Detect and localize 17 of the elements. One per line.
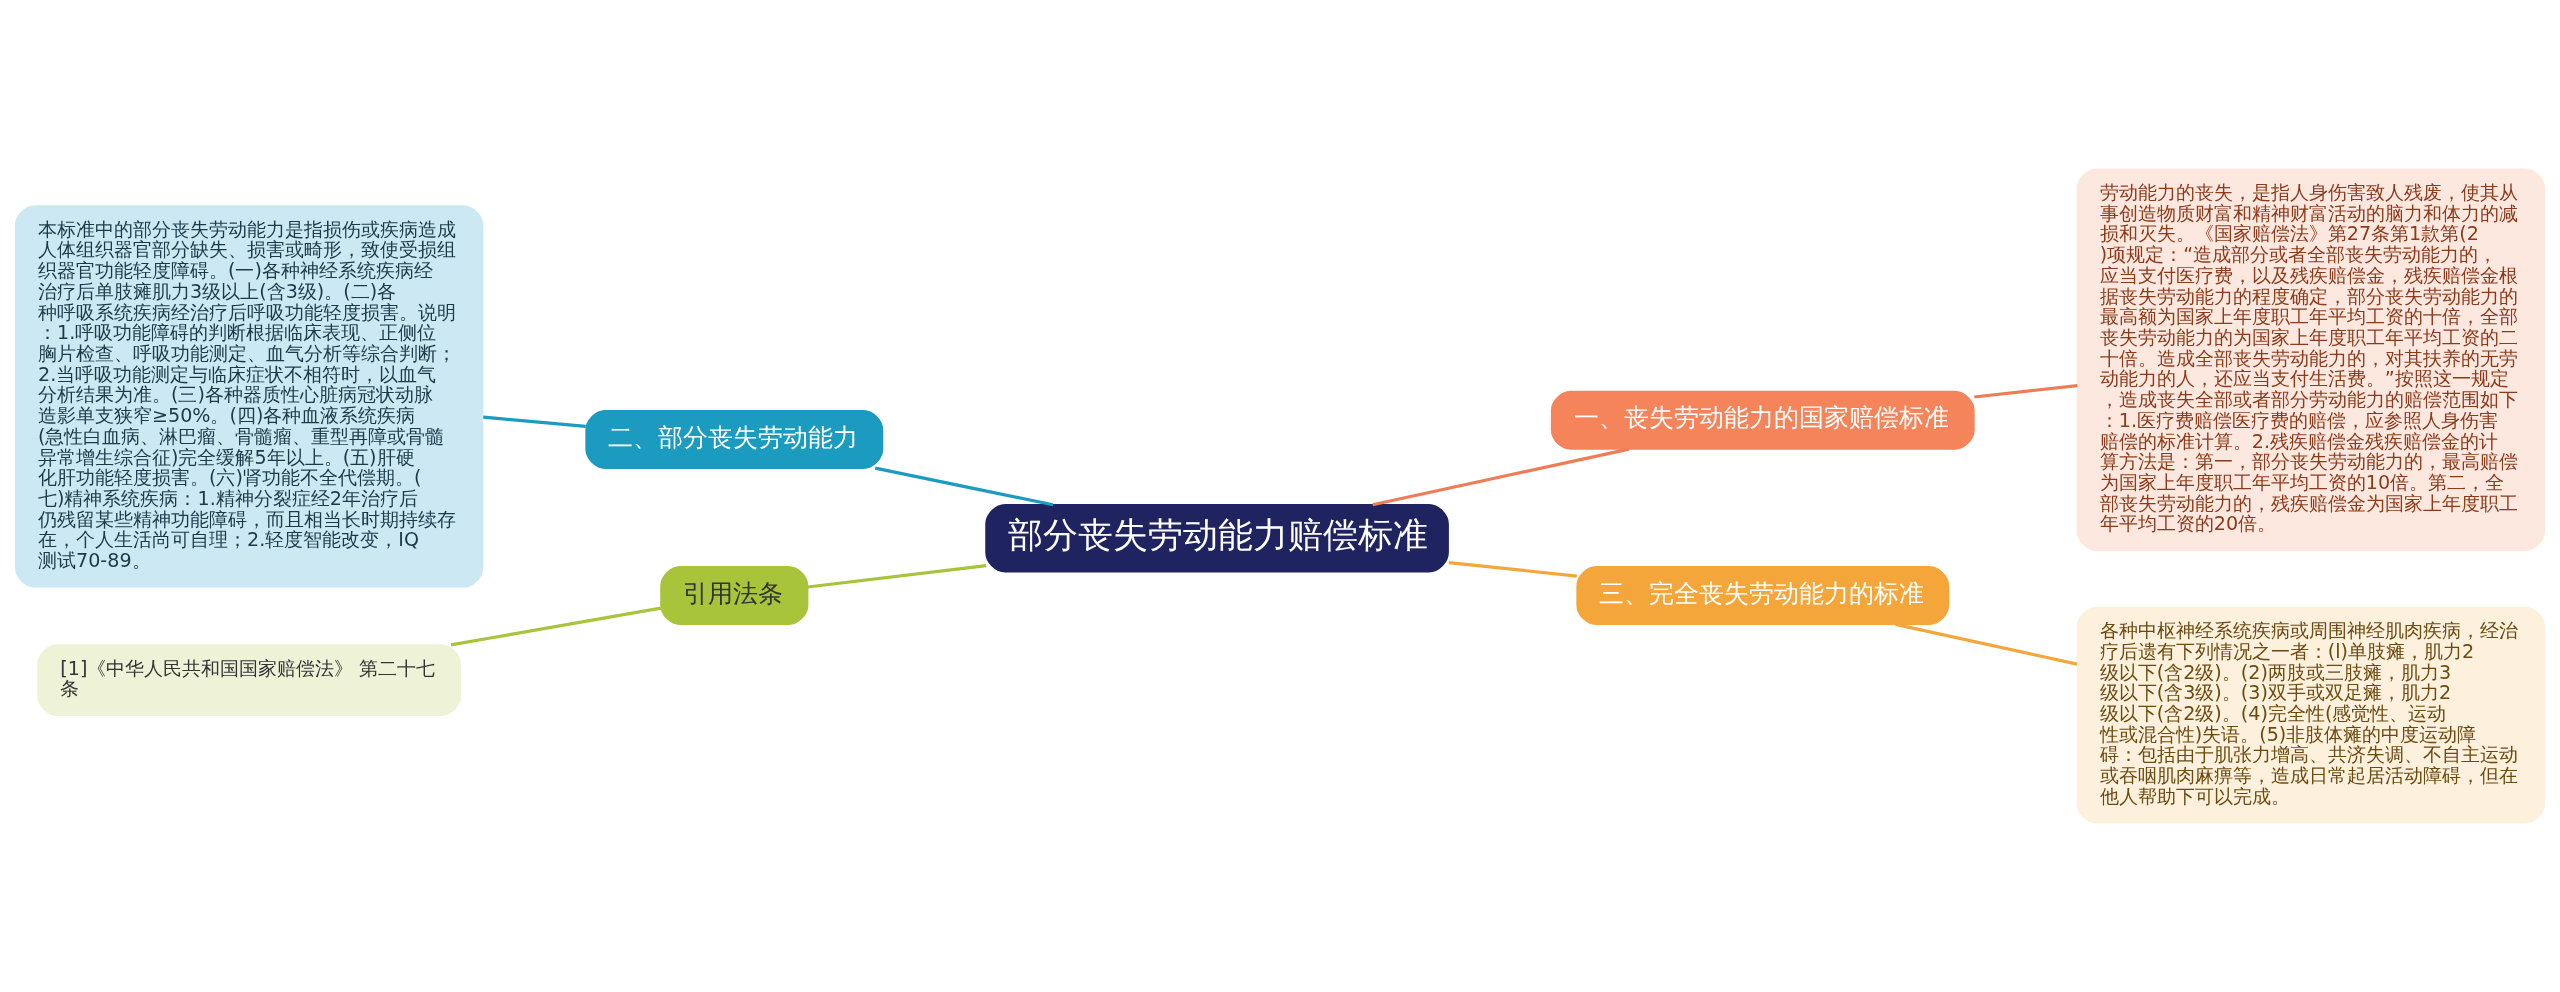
- node-box: 一、丧失劳动能力的国家赔偿标准: [1550, 390, 1975, 450]
- node-box: [1]《中华人民共和国国家赔偿法》 第二十七条: [37, 644, 462, 716]
- connector: [1448, 560, 1577, 578]
- node-box: 二、部分丧失劳动能力: [585, 409, 884, 469]
- connector: [450, 606, 662, 647]
- connector: [1372, 447, 1630, 507]
- connector: [807, 564, 987, 589]
- node-box: 部分丧失劳动能力赔偿标准: [985, 503, 1449, 573]
- connector: [1974, 383, 2078, 399]
- node-box: 本标准中的部分丧失劳动能力是指损伤或疾病造成人体组织器官部分缺失、损害或畸形，致使受损组织器官功能轻度障碍。(一)各种神经系统疾病经治疗后单肢瘫肌力3级以上(含3级)。(二)各种呼吸系统疾病经治疗后呼吸功能轻度损害。说明：1.呼吸功能障碍的判断根据临床表现、正侧位胸片检查、呼吸功能测定、血气分析等综合判断；2.当呼吸功能测定与临床症状不相符时，以血气分析结果为准。(三)各种器质性心脏病冠状动脉造影单支狭窄≥50%。(四)各种血液系统疾病(急性白血病、淋巴瘤、骨髓瘤、重型再障或骨髓异常增生综合征)完全缓解5年以上。(五)肝硬化肝功能轻度损害。(六)肾功能不全代偿期。(七)精神系统疾病：1.精神分裂症经2年治疗后仍残留某些精神功能障碍，而且相当长时期持续存在，个人生活尚可自理；2.轻度智能改变，IQ测试70-89。: [14, 205, 484, 588]
- connector: [874, 466, 1054, 507]
- node-box: 劳动能力的丧失，是指人身伤害致人残废，使其从事创造物质财富和精神财富活动的脑力和体力的减损和灭失。《国家赔偿法》第27条第1款第(2)项规定：“造成部分或者全部丧失劳动能力的，应当支付医疗费，以及残疾赔偿金，残疾赔偿金根据丧失劳动能力的程度确定，部分丧失劳动能力的最高额为国家上年度职工年平均工资的十倍，全部丧失劳动能力的为国家上年度职工年平均工资的二十倍。造成全部丧失劳动能力的，对其扶养的无劳动能力的人，还应当支付生活费。”按照这一规定，造成丧失全部或者部分劳动能力的赔偿范围如下：1.医疗费赔偿医疗费的赔偿，应参照人身伤害赔偿的标准计算。2.残疾赔偿金残疾赔偿金的计算方法是：第一，部分丧失劳动能力的，最高赔偿为国家上年度职工年平均工资的10倍。第二，全部丧失劳动能力的，残疾赔偿金为国家上年度职工年平均工资的20倍。: [2076, 168, 2546, 551]
- connector: [1895, 622, 2078, 666]
- node-box: 三、完全丧失劳动能力的标准: [1576, 566, 1950, 626]
- node-box: 各种中枢神经系统疾病或周围神经肌肉疾病，经治疗后遗有下列情况之一者：(l)单肢瘫，肌力2级以下(含2级)。(2)两肢或三肢瘫，肌力3级以下(含3级)。(3)双手或双足瘫，肌力2级以下(含2级)。(4)完全性(感觉性、运动性或混合性)失语。(5)非肢体瘫的中度运动障碍：包括由于肌张力增高、共济失调、不自主运动或吞咽肌肉麻痹等，造成日常起居活动障碍，但在他人帮助下可以完成。: [2076, 606, 2546, 824]
- connector: [483, 415, 586, 428]
- node-box: 引用法条: [660, 566, 809, 626]
